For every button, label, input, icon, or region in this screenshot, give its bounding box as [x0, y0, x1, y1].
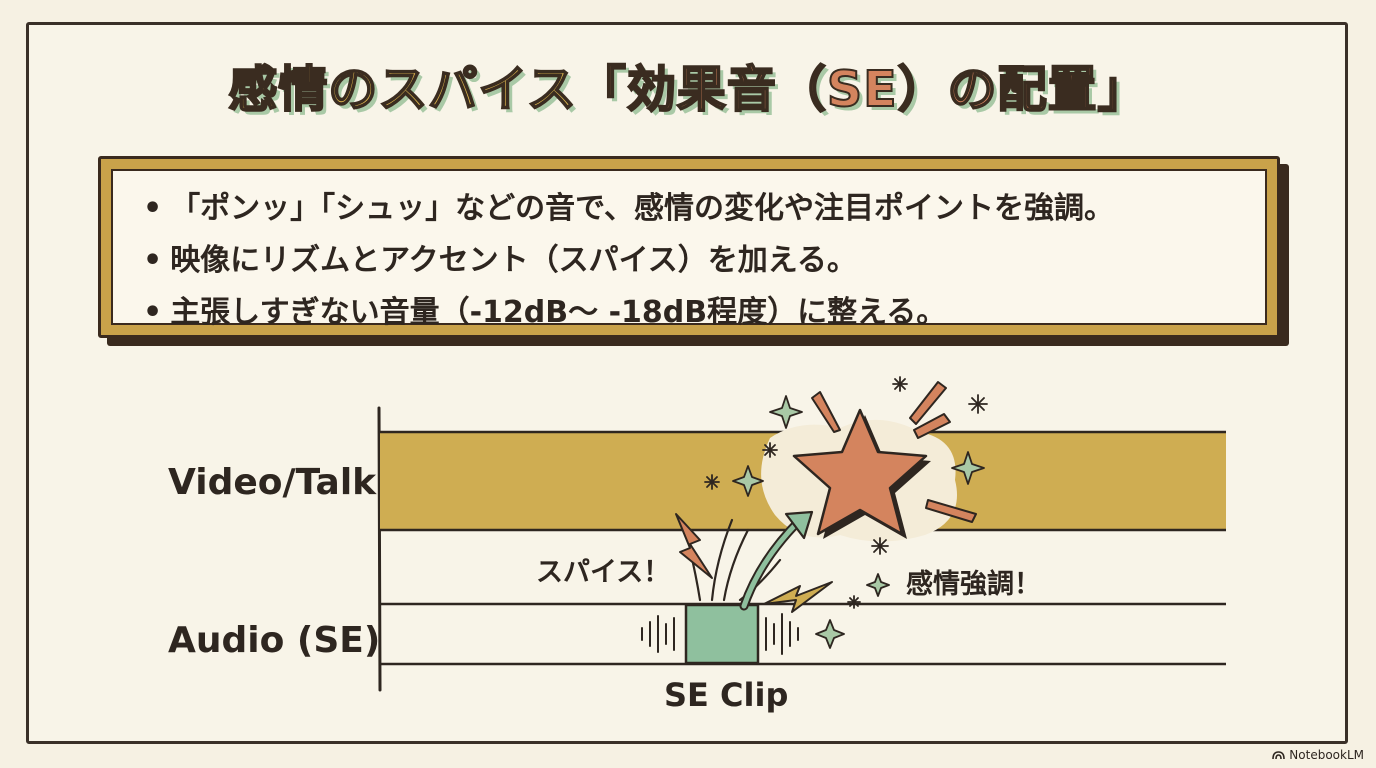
sound-wave-icon — [641, 615, 675, 653]
lightning-icon — [675, 513, 713, 579]
bullet-list: 「ポンッ」「シュッ」などの音で、感情の変化や注目ポイントを強調。 映像にリズムと… — [143, 183, 1114, 339]
se-clip-label: SE Clip — [664, 676, 789, 714]
footer-brand-text: NotebookLM — [1289, 748, 1364, 762]
info-box: 「ポンッ」「シュッ」などの音で、感情の変化や注目ポイントを強調。 映像にリズムと… — [98, 156, 1280, 338]
sparkle-icon — [769, 395, 803, 429]
title-part-2: 「効果音（SE）の配置」 — [576, 60, 1148, 119]
star-icon — [792, 408, 931, 539]
emotion-note: 感情強調！ — [906, 569, 1041, 600]
sound-wave-icon — [765, 613, 799, 655]
footer-brand: NotebookLM — [1272, 748, 1364, 762]
starburst-marks — [704, 376, 988, 609]
page-title: 感情のスパイス「効果音（SE）の配置」 — [0, 58, 1376, 122]
star-rays — [811, 381, 977, 523]
title-part-1: 感情のスパイス — [227, 60, 577, 119]
arrow-icon — [739, 510, 814, 611]
video-track-label: Video/Talk — [168, 462, 377, 503]
audio-track-label: Audio (SE) — [168, 620, 381, 661]
lightning-icon — [763, 581, 833, 613]
bullet-item: 主張しすぎない音量（-12dB～ -18dB程度）に整える。 — [143, 287, 1114, 339]
sparkle-icon — [815, 619, 845, 649]
spice-note: スパイス！ — [536, 557, 671, 588]
bullet-item: 「ポンッ」「シュッ」などの音で、感情の変化や注目ポイントを強調。 — [143, 183, 1114, 235]
timeline-axis — [377, 406, 382, 692]
se-clip-box — [684, 603, 760, 665]
sparkle-icon — [732, 465, 764, 497]
sparkle-icon — [866, 573, 890, 597]
bullet-item: 映像にリズムとアクセント（スパイス）を加える。 — [143, 235, 1114, 287]
notebooklm-logo-icon — [1272, 751, 1286, 760]
info-box-inner: 「ポンッ」「シュッ」などの音で、感情の変化や注目ポイントを強調。 映像にリズムと… — [111, 169, 1267, 330]
sparkle-icon — [951, 451, 985, 485]
